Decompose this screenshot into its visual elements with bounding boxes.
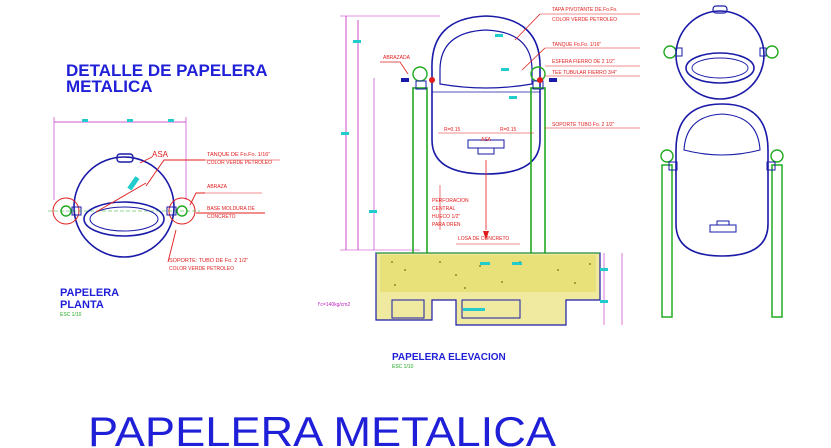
elev-abrazadera: ABRAZADA [383,55,411,61]
elevation-view: R=0.15 R=0.15 ASA PERFORACION CENTRAL HU… [318,7,640,370]
elev-perforacion3: HUECO 1/2" [432,214,460,220]
elev-note: f'c=140kg/cm2 [318,302,350,308]
plan-asa-label: ASA [152,150,169,159]
elev-losa: LOSA DE CONCRETO [458,236,509,242]
detail-title-line1: DETALLE DE PAPELERA [66,61,268,80]
elevation-scale: ESC 1/10 [392,364,414,370]
elev-r-left: R=0.15 [444,127,460,133]
elev-esfera: ESFERA FIERRO DE 2 1/2" [552,59,615,65]
elev-perforacion2: CENTRAL [432,206,456,212]
elev-asa: ASA [481,137,492,143]
plan-soporte-color: COLOR VERDE PETROLEO [169,266,234,272]
elev-tee: TEE TUBULAR FIERRO 3/4" [552,70,617,76]
elevation-title: PAPELERA ELEVACION [392,352,506,363]
plan-title-line2: PLANTA [60,299,104,311]
elev-tapa-color: COLOR VERDE PETROLEO [552,17,617,23]
plan-base-label: BASE MOLDURA DE [207,206,255,212]
main-title: PAPELERA METALICA [88,408,556,448]
plan-abrazadera-label: ABRAZA [207,184,228,190]
elev-soporte: SOPORTE TUBO Fo. 2 1/2" [552,122,615,128]
plan-base-label2: CONCRETO [207,214,236,220]
elev-perforacion4: PARA DREN [432,222,461,228]
top-view-right [663,5,779,100]
elev-tapa: TAPA PIVOTANTE DE Fo.Fo. [552,7,618,13]
detail-title-line2: METALICA [66,77,153,96]
elev-r-right: R=0.15 [500,127,516,133]
plan-title-line1: PAPELERA [60,287,119,299]
elev-tanque: TANQUE Fo.Fo. 1/16" [552,42,601,48]
plan-tanque-color: COLOR VERDE PETROLEO [207,160,272,166]
plan-view: ASA TANQUE DE Fo.Fo. 1/16" COLOR VERDE P… [48,117,280,318]
plan-scale: ESC 1/10 [60,312,82,318]
plan-soporte-label: SOPORTE: TUBO DE Fo. 2 1/2" [169,258,248,264]
plan-tanque-label: TANQUE DE Fo.Fo. 1/16" [207,152,270,158]
side-view-right [660,103,784,318]
elev-perforacion: PERFORACION [432,198,469,204]
